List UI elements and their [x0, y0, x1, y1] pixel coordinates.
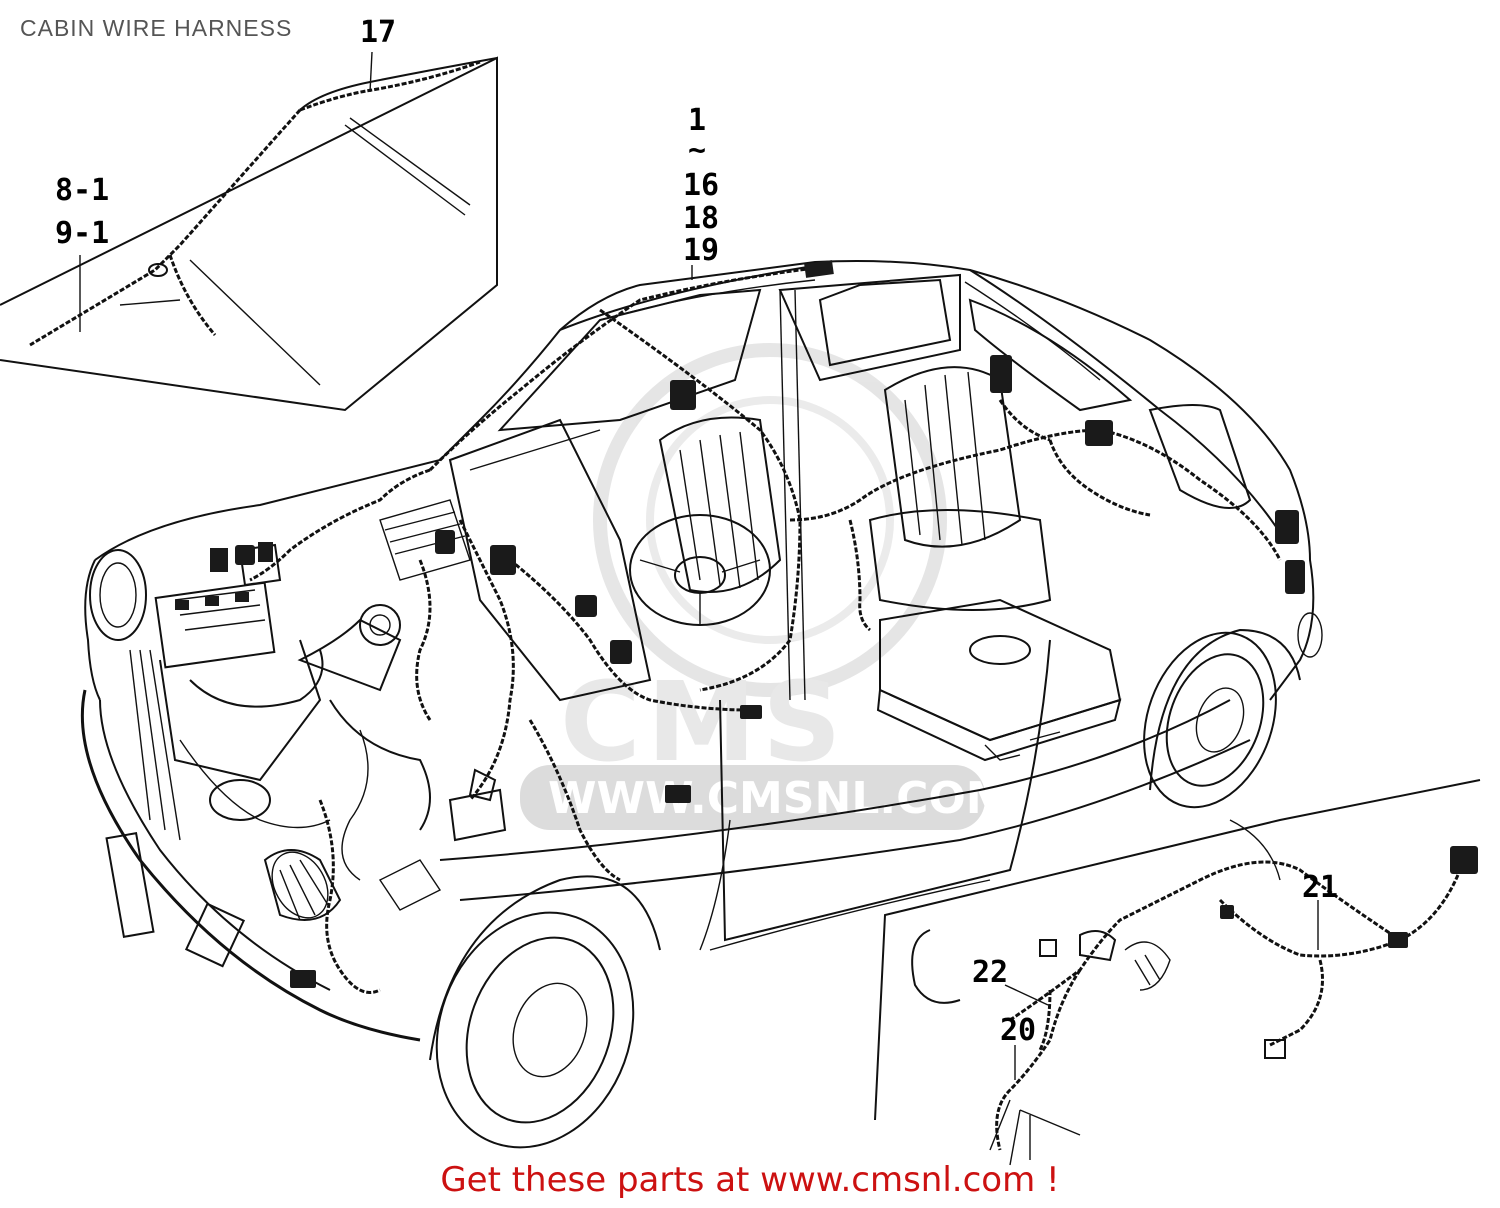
rear-wheel [1143, 612, 1323, 809]
promo-banner[interactable]: Get these parts at www.cmsnl.com ! [440, 1160, 1060, 1200]
callouts: 17 8-1 9-1 1 ~ 16 18 19 21 22 20 [55, 15, 1338, 1080]
callout-20: 20 [1000, 1013, 1036, 1048]
callout-9-1: 9-1 [55, 216, 109, 251]
callout-21: 21 [1302, 870, 1338, 905]
harness-inset [874, 779, 1481, 1166]
front-seat [658, 366, 1052, 611]
callout-17: 17 [360, 15, 396, 50]
page-title: CABIN WIRE HARNESS [20, 15, 293, 41]
watermark-url: WWW.CMSNL.COM [548, 773, 1010, 824]
fuel-tank [876, 598, 1122, 762]
windows [497, 273, 1252, 701]
dashboard [379, 418, 652, 702]
callout-1: 1 [688, 103, 706, 138]
callout-tilde: ~ [688, 133, 706, 168]
callout-22: 22 [972, 955, 1008, 990]
callout-8-1: 8-1 [55, 173, 109, 208]
engine-bay [154, 542, 507, 921]
steering-wheel [629, 514, 771, 626]
watermark-logo-text: CMS [560, 658, 847, 786]
front-wheel [429, 875, 661, 1149]
callout-19: 19 [683, 233, 719, 268]
main-harness [235, 260, 1305, 994]
callout-18: 18 [683, 201, 719, 236]
car-body [80, 260, 1315, 1042]
windshield-inset [0, 51, 498, 412]
callout-16: 16 [683, 168, 719, 203]
